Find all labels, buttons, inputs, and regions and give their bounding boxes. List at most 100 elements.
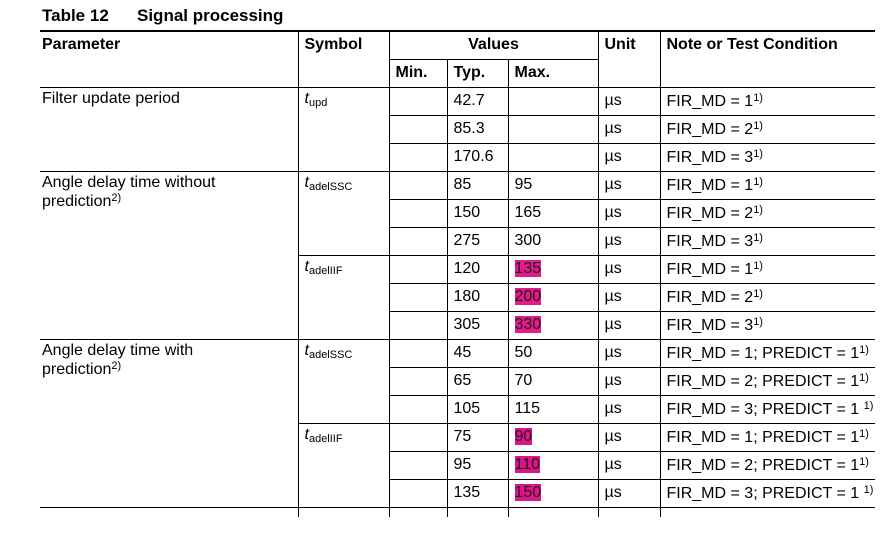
typ-cell: 75 [446, 422, 509, 452]
header-typ: Typ. [446, 58, 509, 88]
header-symbol: Symbol [297, 30, 390, 88]
symbol-cell: tadelSSC [297, 170, 390, 256]
typ-cell: 85.3 [446, 114, 509, 144]
cut-cell [446, 506, 509, 517]
note-cell: FIR_MD = 21) [659, 114, 875, 144]
note-cell: FIR_MD = 11) [659, 86, 875, 116]
unit-cell: µs [597, 198, 661, 228]
unit-cell: µs [597, 450, 661, 480]
table-row: tadelIIF 75 90 µs FIR_MD = 1; PREDICT = … [40, 422, 875, 508]
max-cell: 300 [507, 226, 599, 256]
min-cell [388, 114, 448, 144]
cut-cell [297, 506, 390, 517]
typ-cell: 150 [446, 198, 509, 228]
header-unit: Unit [597, 30, 661, 88]
note-cell: FIR_MD = 3; PREDICT = 1 1) [659, 394, 875, 424]
unit-cell: µs [597, 86, 661, 116]
typ-cell: 65 [446, 366, 509, 396]
min-cell [388, 282, 448, 312]
signal-processing-table: Parameter Symbol Values Unit Note or Tes… [40, 30, 875, 517]
header-note: Note or Test Condition [659, 30, 875, 88]
note-cell: FIR_MD = 11) [659, 254, 875, 284]
table-row: Filter update period tupd 42.7 µs FIR_MD… [40, 86, 875, 172]
header-min: Min. [388, 58, 448, 88]
note-cell: FIR_MD = 2; PREDICT = 11) [659, 450, 875, 480]
max-cell-highlighted: 330 [507, 310, 599, 340]
cut-cell [659, 506, 875, 517]
unit-cell: µs [597, 310, 661, 340]
table-row: 65 70 µs FIR_MD = 2; PREDICT = 11) [40, 366, 875, 396]
cut-cell [40, 506, 299, 517]
table-row: 135 150 µs FIR_MD = 3; PREDICT = 1 1) [40, 478, 875, 508]
min-cell [388, 254, 448, 284]
table-number: Table 12 [42, 6, 109, 25]
typ-cell: 42.7 [446, 86, 509, 116]
min-cell [388, 170, 448, 200]
max-cell: 115 [507, 394, 599, 424]
symbol-cell: tadelIIF [297, 422, 390, 508]
typ-cell: 275 [446, 226, 509, 256]
unit-cell: µs [597, 226, 661, 256]
note-cell: FIR_MD = 31) [659, 226, 875, 256]
min-cell [388, 338, 448, 368]
max-cell [507, 142, 599, 172]
max-cell: 165 [507, 198, 599, 228]
typ-cell: 95 [446, 450, 509, 480]
cut-cell [507, 506, 599, 517]
header-values: Values [388, 30, 599, 60]
note-cell: FIR_MD = 21) [659, 198, 875, 228]
note-cell: FIR_MD = 1; PREDICT = 11) [659, 338, 875, 368]
note-cell: FIR_MD = 1; PREDICT = 11) [659, 422, 875, 452]
typ-cell: 170.6 [446, 142, 509, 172]
min-cell [388, 394, 448, 424]
typ-cell: 180 [446, 282, 509, 312]
note-cell: FIR_MD = 3; PREDICT = 1 1) [659, 478, 875, 508]
symbol-cell: tadelIIF [297, 254, 390, 340]
min-cell [388, 422, 448, 452]
unit-cell: µs [597, 366, 661, 396]
note-cell: FIR_MD = 21) [659, 282, 875, 312]
max-cell: 70 [507, 366, 599, 396]
max-cell: 95 [507, 170, 599, 200]
table-row-cut-off [40, 506, 875, 517]
min-cell [388, 86, 448, 116]
table-title: Signal processing [137, 6, 284, 25]
typ-cell: 120 [446, 254, 509, 284]
max-cell-highlighted: 150 [507, 478, 599, 508]
min-cell [388, 310, 448, 340]
max-cell-highlighted: 90 [507, 422, 599, 452]
max-cell-highlighted: 200 [507, 282, 599, 312]
min-cell [388, 366, 448, 396]
unit-cell: µs [597, 170, 661, 200]
typ-cell: 135 [446, 478, 509, 508]
max-cell [507, 114, 599, 144]
unit-cell: µs [597, 142, 661, 172]
unit-cell: µs [597, 478, 661, 508]
max-cell-highlighted: 110 [507, 450, 599, 480]
header-max: Max. [507, 58, 599, 88]
max-cell: 50 [507, 338, 599, 368]
table-caption: Table 12 Signal processing [42, 4, 283, 28]
cut-cell [388, 506, 448, 517]
symbol-cell: tadelSSC [297, 338, 390, 424]
unit-cell: µs [597, 254, 661, 284]
min-cell [388, 198, 448, 228]
max-cell-highlighted: 135 [507, 254, 599, 284]
typ-cell: 305 [446, 310, 509, 340]
symbol-cell: tupd [297, 86, 390, 172]
unit-cell: µs [597, 282, 661, 312]
note-cell: FIR_MD = 2; PREDICT = 11) [659, 366, 875, 396]
cut-cell [597, 506, 661, 517]
parameter-filter-update-period: Filter update period [40, 86, 299, 172]
typ-cell: 45 [446, 338, 509, 368]
typ-cell: 85 [446, 170, 509, 200]
unit-cell: µs [597, 422, 661, 452]
min-cell [388, 142, 448, 172]
header-parameter: Parameter [40, 30, 299, 88]
min-cell [388, 478, 448, 508]
typ-cell: 105 [446, 394, 509, 424]
